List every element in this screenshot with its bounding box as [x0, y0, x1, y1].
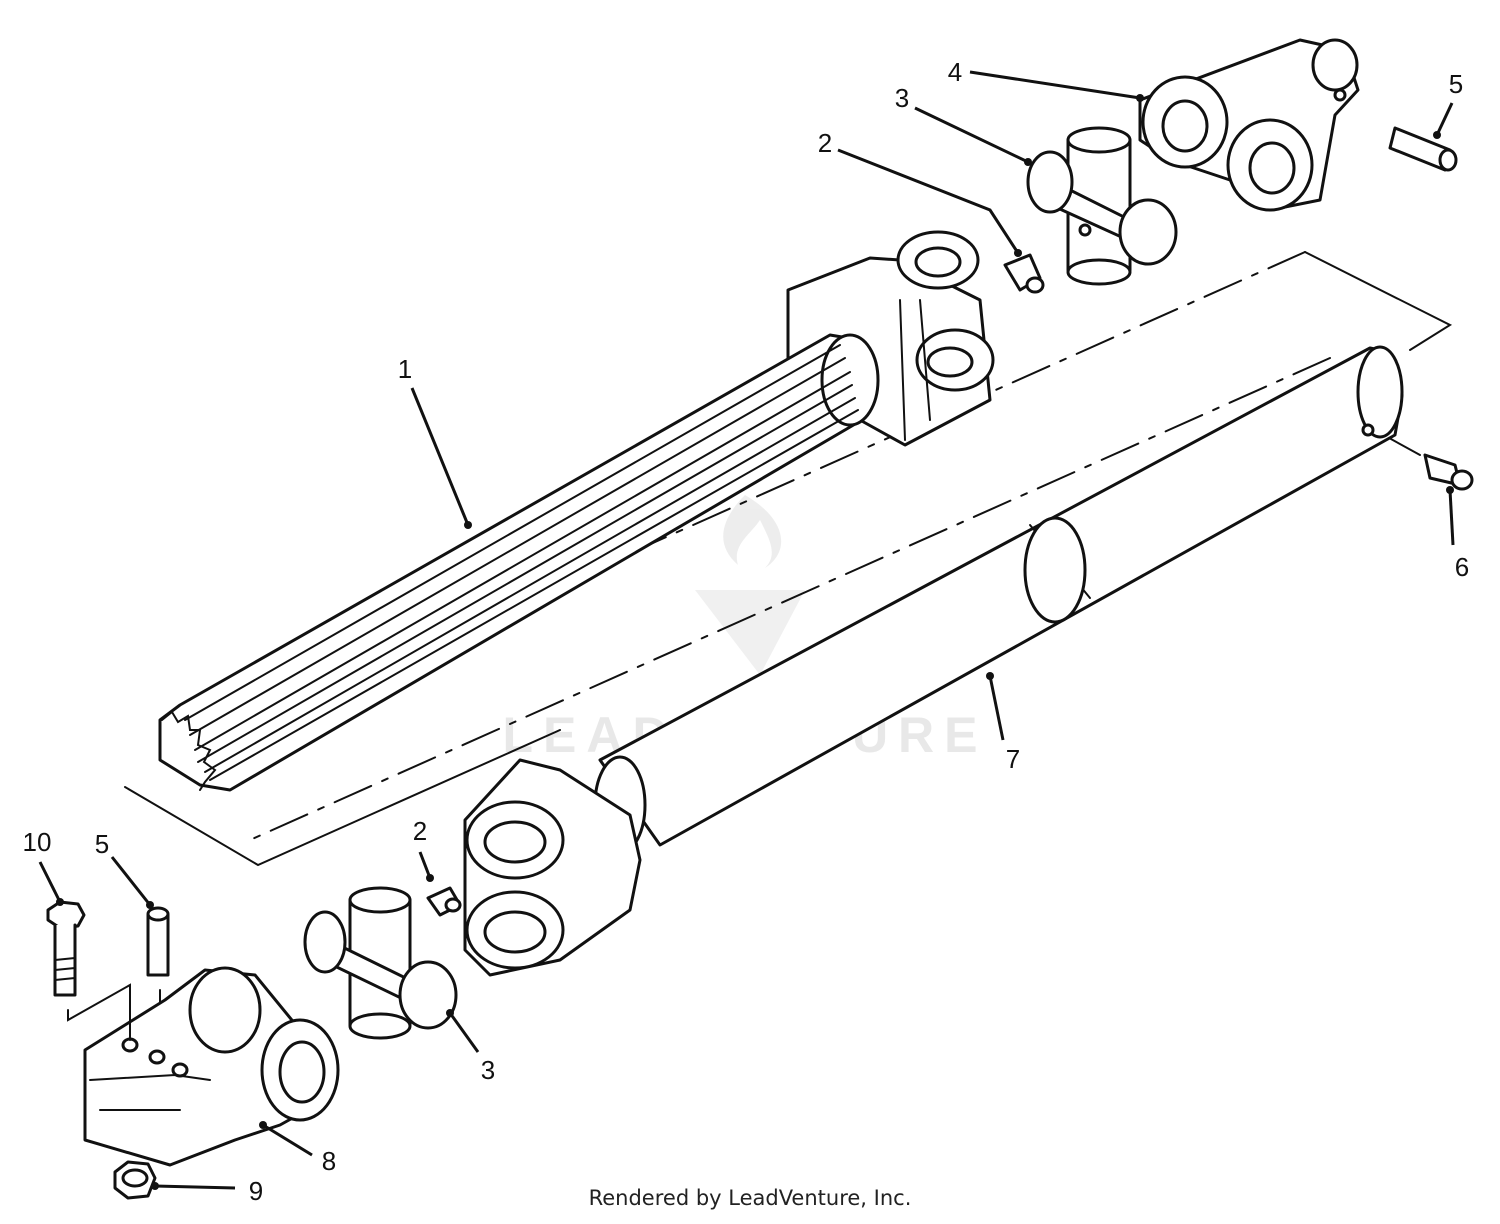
part-6-grease-fitting: [1379, 432, 1474, 491]
watermark-logo-icon: [695, 590, 805, 675]
part-5-roll-pin-upper: [1388, 126, 1458, 172]
callout-10: 10: [23, 827, 52, 857]
part-2-grease-fitting-upper: [1003, 253, 1045, 294]
part-3-universal-joint-upper: [1026, 126, 1178, 286]
callout-7: 7: [1006, 744, 1020, 774]
callout-4: 4: [948, 57, 962, 87]
part-3-universal-joint-lower: [303, 886, 458, 1040]
callout-6: 6: [1455, 552, 1469, 582]
part-9-nut: [113, 1160, 157, 1200]
callout-1: 1: [398, 354, 412, 384]
callout-3-upper: 3: [895, 83, 909, 113]
callout-2-upper: 2: [818, 128, 832, 158]
callout-5-upper: 5: [1449, 69, 1463, 99]
callout-2-lower: 2: [413, 816, 427, 846]
part-2-grease-fitting-lower: [426, 886, 462, 917]
callout-labels: 1 2 2 3 3 4 5 5 6 7 8 9 10: [23, 57, 1470, 1206]
part-10-bolt: [46, 900, 131, 1041]
part-8-clamp-yoke: [83, 966, 340, 1167]
callout-5-lower: 5: [95, 829, 109, 859]
watermark-flame-icon: [723, 495, 782, 568]
leader-lines: [38, 70, 1455, 1190]
callout-8: 8: [322, 1146, 336, 1176]
footer-credit: Rendered by LeadVenture, Inc.: [588, 1186, 912, 1210]
part-7-outer-tube: [463, 345, 1404, 977]
callout-3-lower: 3: [481, 1055, 495, 1085]
part-4-yoke: [1138, 38, 1360, 212]
callout-9: 9: [249, 1176, 263, 1206]
part-1-splined-shaft: [158, 230, 995, 792]
